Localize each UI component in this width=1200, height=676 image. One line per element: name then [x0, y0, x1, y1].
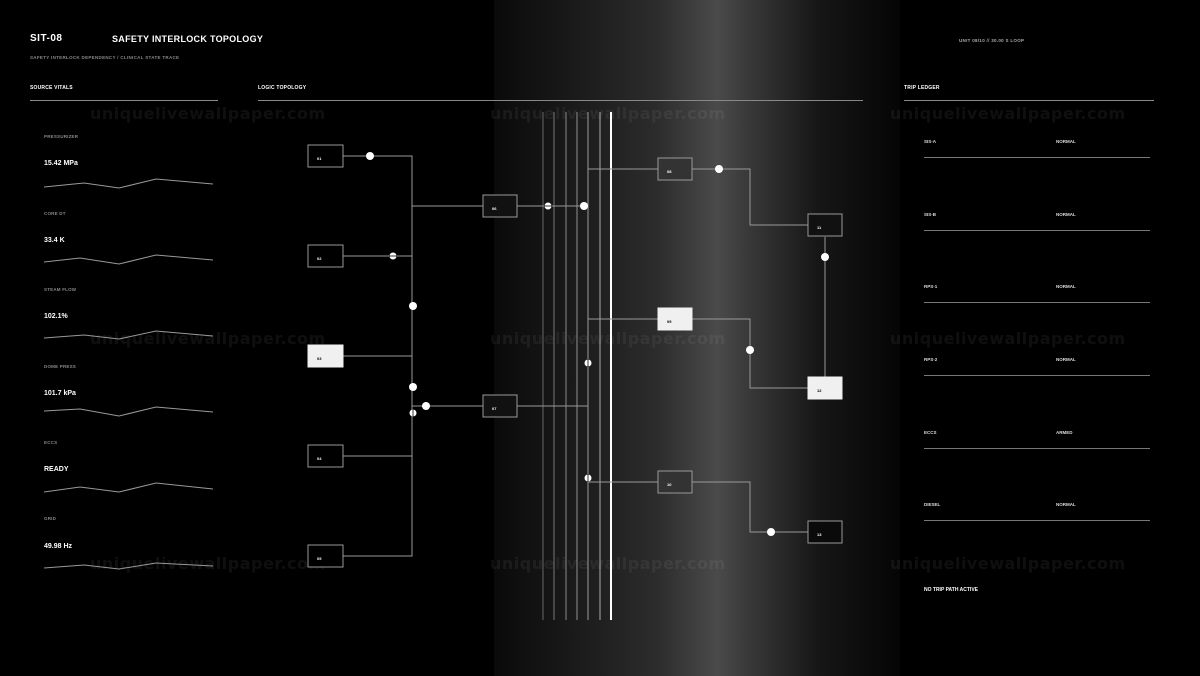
ledger-state: NORMAL	[1056, 212, 1076, 217]
section-rule	[258, 100, 863, 101]
ledger-rule	[924, 520, 1150, 521]
node-label: 12	[817, 388, 822, 393]
sparkline	[44, 178, 214, 189]
node-08[interactable]: 08	[657, 157, 693, 181]
ledger-system: SIS-A	[924, 139, 937, 144]
node-label: 09	[667, 319, 672, 324]
watermark: uniquelivewallpaper.com	[890, 104, 1126, 123]
node-06[interactable]: 06	[482, 194, 518, 218]
section-title-vitals: SOURCE VITALS	[30, 85, 73, 91]
trip-path-status: NO TRIP PATH ACTIVE	[924, 587, 978, 593]
vital-label: ECCS	[44, 440, 58, 445]
node-label: 02	[317, 256, 322, 261]
vital-value: READY	[44, 466, 69, 473]
vital-value: 101.7 kPa	[44, 390, 76, 397]
app-brand: SIT-08	[30, 33, 63, 44]
node-04[interactable]: 04	[307, 444, 344, 468]
section-rule	[904, 100, 1154, 101]
node-label: 08	[667, 169, 672, 174]
node-02[interactable]: 02	[307, 244, 344, 268]
watermark: uniquelivewallpaper.com	[490, 329, 726, 348]
node-05[interactable]: 05	[307, 544, 344, 568]
section-title-ledger: TRIP LEDGER	[904, 85, 940, 91]
ledger-system: RPS-2	[924, 357, 938, 362]
node-label: 06	[492, 206, 497, 211]
ledger-state: NORMAL	[1056, 502, 1076, 507]
node-13[interactable]: 13	[807, 520, 843, 544]
node-11[interactable]: 11	[807, 213, 843, 237]
ledger-system: SIS-B	[924, 212, 937, 217]
bus-lines	[542, 112, 612, 620]
node-label: 13	[817, 532, 822, 537]
vital-value: 102.1%	[44, 313, 68, 320]
vital-value: 33.4 K	[44, 237, 65, 244]
watermark: uniquelivewallpaper.com	[90, 329, 326, 348]
node-01[interactable]: 01	[307, 144, 344, 168]
watermark: uniquelivewallpaper.com	[490, 104, 726, 123]
vital-label: DOME PRESS	[44, 364, 77, 369]
unit-readout: UNIT 08/10 // 30.00 S LOOP	[959, 38, 1025, 43]
ledger-rule	[924, 375, 1150, 376]
node-label: 05	[317, 556, 322, 561]
ledger-rule	[924, 448, 1150, 449]
watermark: uniquelivewallpaper.com	[490, 554, 726, 573]
node-label: 01	[317, 156, 322, 161]
node-label: 03	[317, 356, 322, 361]
ledger-state: NORMAL	[1056, 357, 1076, 362]
ledger-state: NORMAL	[1056, 139, 1076, 144]
sparkline	[44, 330, 214, 340]
section-title-topology: LOGIC TOPOLOGY	[258, 85, 307, 91]
ledger-system: ECCS	[924, 430, 937, 435]
ledger-state: NORMAL	[1056, 284, 1076, 289]
ledger-system: DIESEL	[924, 502, 941, 507]
sparkline	[44, 406, 214, 417]
sparkline	[44, 254, 214, 265]
watermark: uniquelivewallpaper.com	[90, 104, 326, 123]
ledger-state: ARMED	[1056, 430, 1073, 435]
node-03[interactable]: 03	[307, 344, 344, 368]
page-subtitle: SAFETY INTERLOCK DEPENDENCY / CLINICAL S…	[30, 55, 180, 60]
section-rule	[30, 100, 218, 101]
ledger-system: RPS-1	[924, 284, 938, 289]
node-10[interactable]: 10	[657, 470, 693, 494]
node-label: 11	[817, 225, 822, 230]
page-title: SAFETY INTERLOCK TOPOLOGY	[112, 34, 264, 44]
signal-pulses	[366, 152, 829, 536]
ledger-rule	[924, 230, 1150, 231]
vital-value: 49.98 Hz	[44, 543, 73, 550]
ledger-rule	[924, 157, 1150, 158]
vital-label: STEAM FLOW	[44, 287, 77, 292]
node-12[interactable]: 12	[807, 376, 843, 400]
background-gradient-band	[494, 0, 900, 676]
vital-value: 15.42 MPa	[44, 160, 78, 167]
vital-label: PRESSURIZER	[44, 134, 79, 139]
sparkline	[44, 482, 214, 493]
node-label: 07	[492, 406, 497, 411]
vital-label: CORE DT	[44, 211, 66, 216]
node-07[interactable]: 07	[482, 394, 518, 418]
vital-label: GRID	[44, 516, 57, 521]
watermark: uniquelivewallpaper.com	[890, 329, 1126, 348]
ledger-rule	[924, 302, 1150, 303]
sparkline	[44, 562, 214, 570]
watermark: uniquelivewallpaper.com	[890, 554, 1126, 573]
node-label: 04	[317, 456, 322, 461]
watermark: uniquelivewallpaper.com	[90, 554, 326, 573]
node-label: 10	[667, 482, 672, 487]
node-09[interactable]: 09	[657, 307, 693, 331]
